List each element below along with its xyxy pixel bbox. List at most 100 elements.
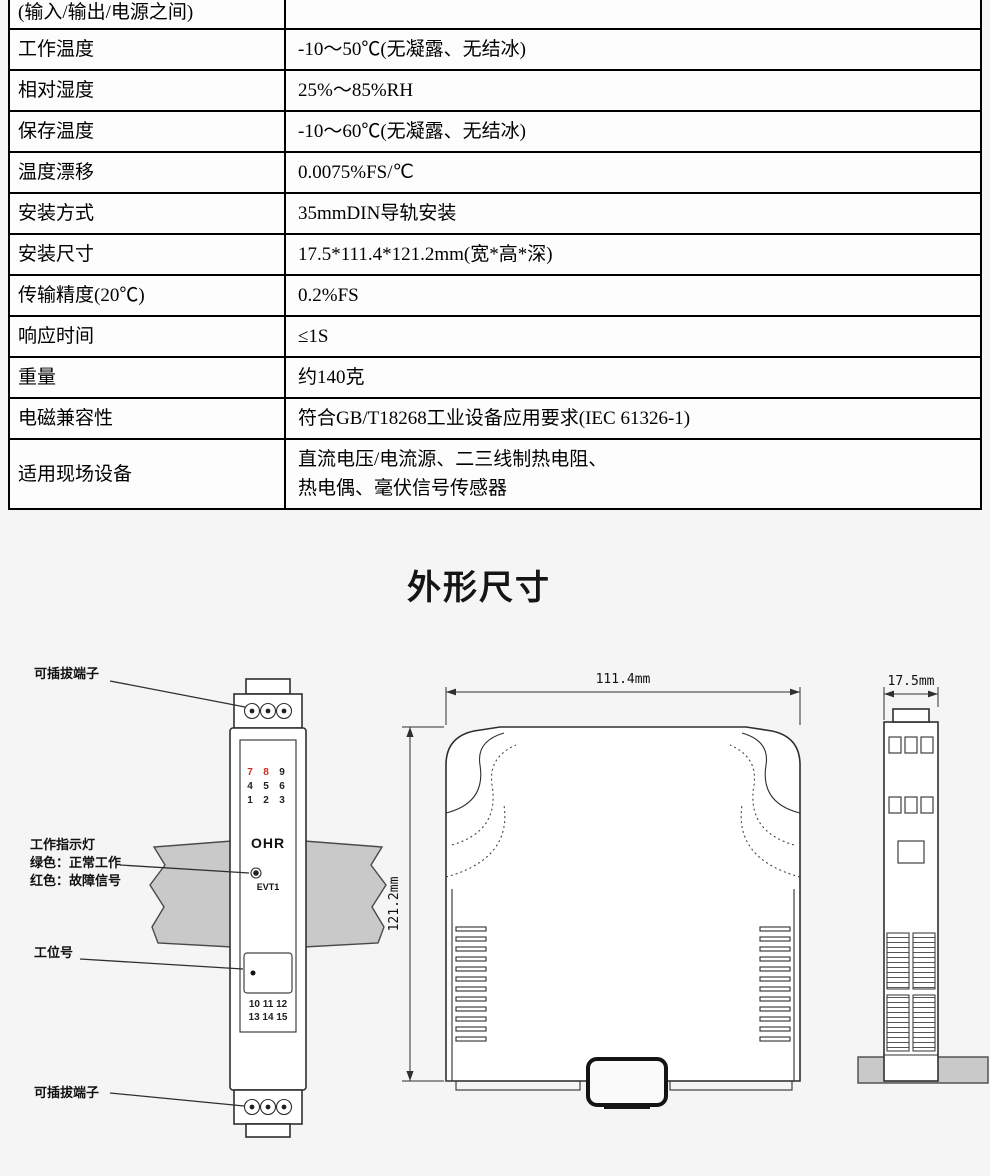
spec-table: (输入/输出/电源之间) 工作温度 -10～50℃(无凝露、无结冰) 相对湿度 … [8, 0, 982, 510]
screw-terminal-icon [275, 702, 293, 720]
leader-line [109, 680, 246, 708]
din-rail-right [303, 840, 387, 948]
shoulder-dotted-left2 [445, 804, 506, 878]
label-pluggable-terminal-bottom: 可插拔端子 [34, 1085, 99, 1100]
terminal-number: 3 [279, 795, 285, 806]
end-view [857, 708, 989, 1084]
spec-label: 传输精度(20℃) [8, 274, 286, 317]
brand-logo: OHR [251, 835, 285, 851]
spec-label: 安装方式 [8, 192, 286, 235]
base-strip-right [669, 1080, 793, 1091]
section-title: 外形尺寸 [407, 569, 551, 607]
bus-connector [586, 1057, 668, 1107]
shoulder-dotted-left [451, 744, 517, 846]
table-row: (输入/输出/电源之间) [8, 0, 982, 30]
module-bottom-tab [245, 1123, 291, 1138]
spec-value: 17.5*111.4*121.2mm(宽*高*深) [284, 233, 982, 276]
label-indicator-title: 工作指示灯 [30, 837, 95, 852]
spec-value [284, 0, 982, 30]
bus-connector-foot [604, 1103, 650, 1109]
terminal-number-grid: 7 8 9 4 5 6 1 2 3 [247, 767, 285, 806]
spec-value: 约140克 [284, 356, 982, 399]
table-row: 工作温度 -10～50℃(无凝露、无结冰) [8, 28, 982, 71]
dimension-height: 121.2mm [387, 726, 444, 1082]
end-terminal-stacks [886, 932, 936, 1052]
label-indicator-red: 红色：故障信号 [30, 873, 121, 888]
screw-dot-icon [281, 708, 287, 714]
spec-value: 0.0075%FS/℃ [284, 151, 982, 194]
screw-dot-icon [281, 1104, 287, 1110]
spec-label: (输入/输出/电源之间) [8, 0, 286, 30]
terminal-number: 1 [247, 795, 253, 806]
label-station-number: 工位号 [34, 945, 73, 960]
front-panel [239, 739, 297, 1033]
screw-dot-icon [249, 1104, 255, 1110]
terminal-number-row: 10 11 12 [249, 999, 288, 1010]
spec-label: 重量 [8, 356, 286, 399]
shoulder-dotted-right2 [740, 804, 801, 878]
dimension-width-text: 111.4mm [596, 672, 651, 687]
dimension-depth-text: 17.5mm [888, 674, 935, 689]
dimension-height-text: 121.2mm [387, 876, 402, 931]
end-window [897, 840, 925, 864]
shoulder-wave-left [445, 732, 505, 814]
vent-slots-right [759, 926, 791, 1042]
table-row: 适用现场设备 直流电压/电流源、二三线制热电阻、 热电偶、毫伏信号传感器 [8, 438, 982, 510]
screw-terminal-icon [259, 702, 277, 720]
leader-line [79, 958, 244, 970]
screw-terminal-icon [243, 702, 261, 720]
shoulder-dotted-right [729, 744, 795, 846]
callouts: 可插拔端子 工作指示灯 绿色：正常工作 红色：故障信号 工位号 可插拔端子 [30, 666, 250, 1107]
spec-value: 25%～85%RH [284, 69, 982, 112]
screw-terminal-icon [275, 1098, 293, 1116]
table-row: 安装方式 35mmDIN导轨安装 [8, 192, 982, 235]
screw-dot-icon [265, 1104, 271, 1110]
led-ring-icon [250, 867, 262, 879]
arrowhead-icon [406, 727, 414, 737]
terminal-number: 7 [247, 767, 253, 778]
spec-label: 电磁兼容性 [8, 397, 286, 440]
end-terminal-holes [888, 736, 934, 814]
table-row: 重量 约140克 [8, 356, 982, 399]
table-row: 温度漂移 0.0075%FS/℃ [8, 151, 982, 194]
vent-slots-left [455, 926, 487, 1042]
spec-value: ≤1S [284, 315, 982, 358]
dimension-width: 111.4mm [445, 672, 801, 725]
spec-value: 直流电压/电流源、二三线制热电阻、 热电偶、毫伏信号传感器 [284, 438, 982, 510]
arrowhead-icon [928, 690, 938, 698]
outline-drawing-svg: 7 8 9 4 5 6 1 2 3 OHR EVT1 10 11 12 13 [30, 666, 989, 1138]
spec-label: 适用现场设备 [8, 438, 286, 510]
station-label-window [243, 952, 293, 994]
arrowhead-icon [446, 688, 456, 696]
terminal-number: 4 [247, 781, 253, 792]
module-top-tab [245, 678, 291, 695]
screw-terminal-icon [259, 1098, 277, 1116]
arrowhead-icon [406, 1071, 414, 1081]
dimension-depth: 17.5mm [883, 674, 939, 720]
spec-label: 工作温度 [8, 28, 286, 71]
table-row: 安装尺寸 17.5*111.4*121.2mm(宽*高*深) [8, 233, 982, 276]
screw-dot-icon [249, 708, 255, 714]
spec-label: 保存温度 [8, 110, 286, 153]
table-row: 传输精度(20℃) 0.2%FS [8, 274, 982, 317]
leader-line [109, 1092, 245, 1107]
end-top-tab [892, 708, 930, 723]
shoulder-wave-right [741, 732, 801, 814]
spec-value: -10～50℃(无凝露、无结冰) [284, 28, 982, 71]
spec-value: 0.2%FS [284, 274, 982, 317]
spec-label: 相对湿度 [8, 69, 286, 112]
model-label: EVT1 [257, 882, 280, 892]
label-pluggable-terminal-top: 可插拔端子 [34, 666, 99, 681]
spec-value: 符合GB/T18268工业设备应用要求(IEC 61326-1) [284, 397, 982, 440]
screw-dot-icon [265, 708, 271, 714]
spec-value: -10～60℃(无凝露、无结冰) [284, 110, 982, 153]
spec-label: 安装尺寸 [8, 233, 286, 276]
label-indicator-green: 绿色：正常工作 [30, 855, 121, 870]
screw-terminal-icon [243, 1098, 261, 1116]
spec-label: 响应时间 [8, 315, 286, 358]
terminal-number-row: 13 14 15 [249, 1012, 288, 1023]
table-row: 相对湿度 25%～85%RH [8, 69, 982, 112]
terminal-number: 9 [279, 767, 285, 778]
leader-line [119, 864, 250, 874]
terminal-number: 2 [263, 795, 269, 806]
